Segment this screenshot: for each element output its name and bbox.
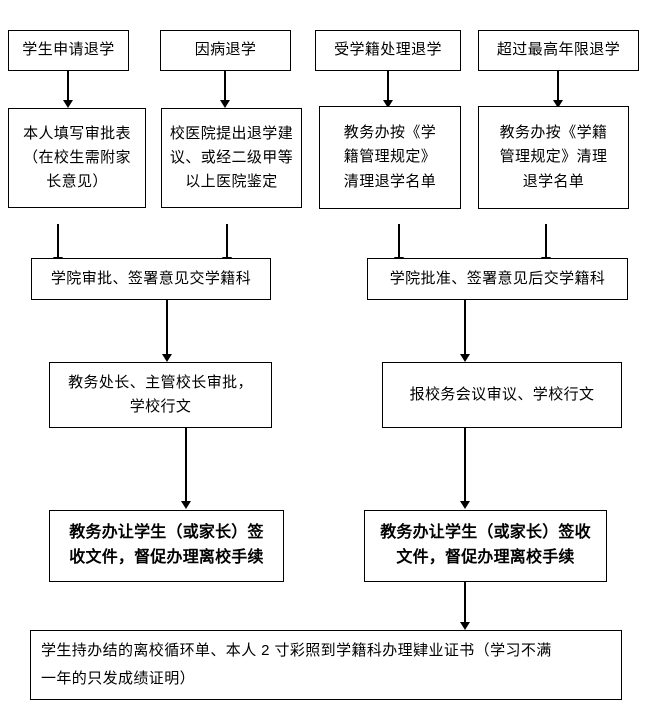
node-status-list[interactable]: 教务办按《学 籍管理规定》 清理退学名单: [319, 106, 461, 209]
node-final[interactable]: 学生持办结的离校循环单、本人 2 寸彩照到学籍科办理肄业证书（学习不满 一年的只…: [30, 630, 622, 700]
node-illness-advice[interactable]: 校医院提出退学建 议、或经二级甲等 以上医院鉴定: [161, 108, 302, 208]
node-approve-left[interactable]: 教务处长、主管校长审批， 学校行文: [49, 362, 272, 428]
node-start-apply[interactable]: 学生申请退学: [8, 30, 129, 71]
node-start-illness[interactable]: 因病退学: [160, 30, 291, 71]
node-sign-left[interactable]: 教务办让学生（或家长）签 收文件，督促办理离校手续: [49, 510, 284, 582]
node-start-status[interactable]: 受学籍处理退学: [315, 30, 461, 71]
node-approve-right[interactable]: 报校务会议审议、学校行文: [382, 362, 622, 428]
node-start-overtime[interactable]: 超过最高年限退学: [478, 30, 639, 71]
node-sign-right[interactable]: 教务办让学生（或家长）签收 文件，督促办理离校手续: [364, 510, 607, 582]
node-overtime-list[interactable]: 教务办按《学籍 管理规定》清理 退学名单: [478, 106, 629, 209]
node-apply-form[interactable]: 本人填写审批表 （在校生需附家 长意见）: [8, 108, 146, 208]
node-college-left[interactable]: 学院审批、签署意见交学籍科: [31, 258, 271, 300]
node-college-right[interactable]: 学院批准、签署意见后交学籍科: [367, 258, 628, 300]
